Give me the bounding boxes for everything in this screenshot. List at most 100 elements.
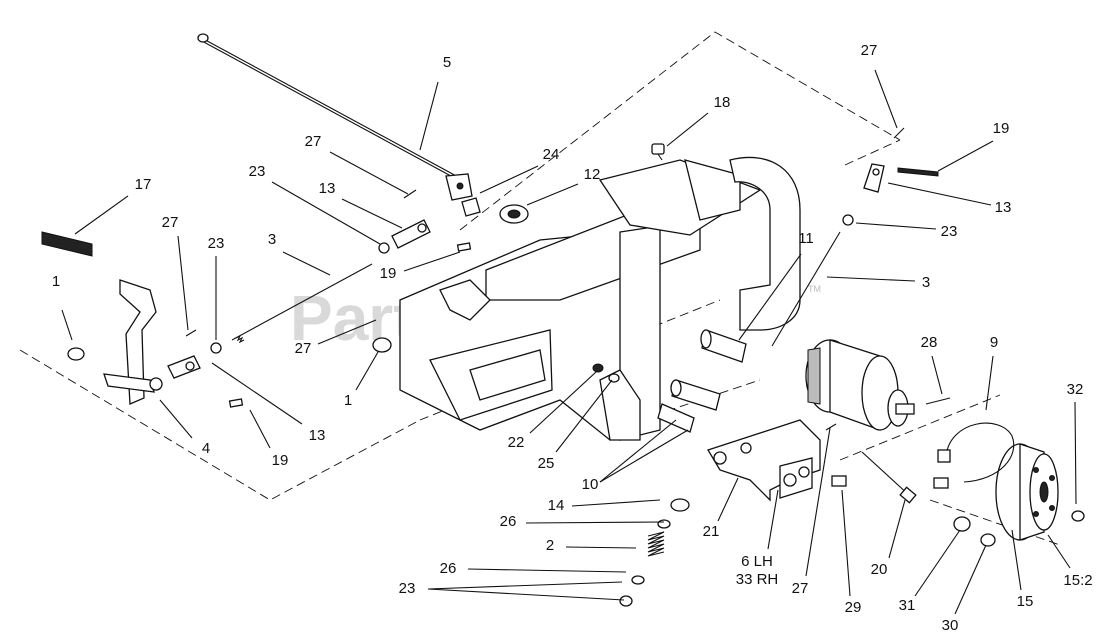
washer-25	[608, 373, 620, 383]
leader-line-c10b	[599, 429, 689, 483]
callout-label-c22: 22	[508, 434, 525, 451]
leader-line-c22	[529, 371, 597, 434]
nut-23-right	[842, 214, 854, 226]
callout-label-c11: 11	[798, 230, 814, 247]
callout-label-c27b: 27	[861, 42, 878, 59]
callout-label-c4: 4	[202, 440, 210, 457]
leader-line-c20	[888, 499, 906, 559]
callout-label-c13c: 13	[309, 427, 326, 444]
leader-line-c27c	[177, 235, 189, 331]
callout-label-c6: 6 LH	[741, 553, 773, 570]
callout-labels: 5272412182719132331117272323133191271413…	[52, 42, 1093, 634]
callout-label-c23c: 23	[249, 163, 266, 180]
leader-line-c24	[479, 165, 539, 194]
leader-line-c15-2	[1047, 534, 1071, 569]
main-frame	[399, 156, 801, 441]
cotter-27-upper	[403, 189, 417, 199]
callout-label-c19a: 19	[993, 120, 1010, 137]
adjust-rod-3-right	[771, 231, 841, 347]
bolt-29	[831, 475, 847, 487]
leader-line-c12	[526, 183, 579, 206]
brake-bracket-6-33	[707, 419, 821, 502]
callout-label-c23d: 23	[399, 580, 416, 597]
hydro-motor	[805, 339, 915, 431]
callout-label-c10: 10	[582, 476, 599, 493]
callout-label-c9: 9	[990, 334, 998, 351]
clevis-13-upper	[391, 219, 431, 249]
callout-label-c27c: 27	[162, 214, 179, 231]
callout-label-c25: 25	[538, 455, 555, 472]
callout-label-c27e: 27	[792, 580, 809, 597]
pedal-lever-4	[103, 279, 163, 405]
callout-label-c21: 21	[703, 523, 720, 540]
bolt-18	[651, 143, 665, 161]
leader-line-c13c	[211, 362, 303, 425]
leader-line-c31	[914, 529, 961, 597]
leader-line-c4	[159, 399, 193, 439]
callout-label-c17: 17	[135, 176, 152, 193]
leader-line-c11	[738, 253, 802, 341]
bushing-1-center	[372, 337, 392, 353]
adjust-rod-3-left	[231, 263, 373, 344]
callout-label-c18: 18	[714, 94, 731, 111]
leader-line-c26b	[467, 568, 627, 573]
washer-26-lower	[631, 575, 645, 585]
leader-line-c15	[1011, 529, 1022, 591]
leader-line-c23c	[271, 181, 381, 245]
callout-label-c15: 15	[1017, 593, 1034, 610]
watermark-trademark: TM	[808, 284, 821, 294]
leader-line-c5	[419, 81, 439, 151]
callout-label-c2: 2	[546, 537, 554, 554]
leader-line-c9	[985, 355, 994, 411]
callout-label-c15-2: 15:2	[1063, 572, 1092, 589]
rod-bracket-24	[445, 173, 481, 217]
leader-line-c27e	[805, 427, 831, 577]
nut-23-upper	[378, 242, 390, 254]
leader-line-c23e	[427, 581, 623, 590]
callout-label-c19b: 19	[380, 265, 397, 282]
leader-line-c19c	[249, 409, 271, 449]
leader-line-c14	[571, 499, 661, 507]
pedal-pad-17	[41, 231, 93, 257]
callout-label-c12: 12	[584, 166, 601, 183]
spacer-14	[670, 498, 690, 512]
callout-label-c1a: 1	[52, 273, 60, 290]
leader-line-c1b	[355, 351, 379, 391]
callout-label-c23b: 23	[208, 235, 225, 252]
callout-label-c28: 28	[921, 334, 938, 351]
control-rod-5	[197, 33, 463, 183]
leader-line-c23d	[427, 588, 625, 601]
washer-26-upper	[657, 519, 671, 529]
callout-label-c20: 20	[871, 561, 888, 578]
leader-line-c2	[565, 546, 637, 549]
leader-line-c1a	[61, 309, 73, 341]
spring-2	[647, 531, 665, 557]
leader-line-c30	[954, 544, 987, 615]
clamp-band-9	[933, 422, 1015, 489]
callout-label-c14: 14	[548, 497, 565, 514]
leader-line-c25	[555, 379, 613, 453]
clevis-13-left	[167, 355, 201, 379]
callout-label-c32: 32	[1067, 381, 1084, 398]
callout-label-c27d: 27	[295, 340, 312, 357]
callout-label-c33: 33 RH	[736, 571, 779, 588]
shaft-10	[657, 379, 721, 433]
hub-drum-15	[995, 443, 1059, 541]
leader-line-c26a	[525, 521, 665, 524]
callout-label-c5: 5	[443, 54, 451, 71]
callout-label-c23a: 23	[941, 223, 958, 240]
callout-label-c27a: 27	[305, 133, 322, 150]
leader-line-c29	[841, 489, 851, 597]
bearing-flange-12	[499, 204, 529, 224]
pin-19-left	[228, 398, 244, 408]
callout-label-c3a: 3	[922, 274, 930, 291]
leader-line-c6	[767, 489, 779, 550]
clevis-13-right	[863, 163, 885, 193]
callout-leader-lines	[61, 69, 1077, 615]
leader-line-c3b	[282, 251, 331, 276]
pin-19-upper	[456, 242, 472, 252]
bushing-1-left	[67, 347, 85, 361]
callout-label-c30: 30	[942, 617, 959, 634]
nut-23-bottom	[619, 595, 633, 607]
